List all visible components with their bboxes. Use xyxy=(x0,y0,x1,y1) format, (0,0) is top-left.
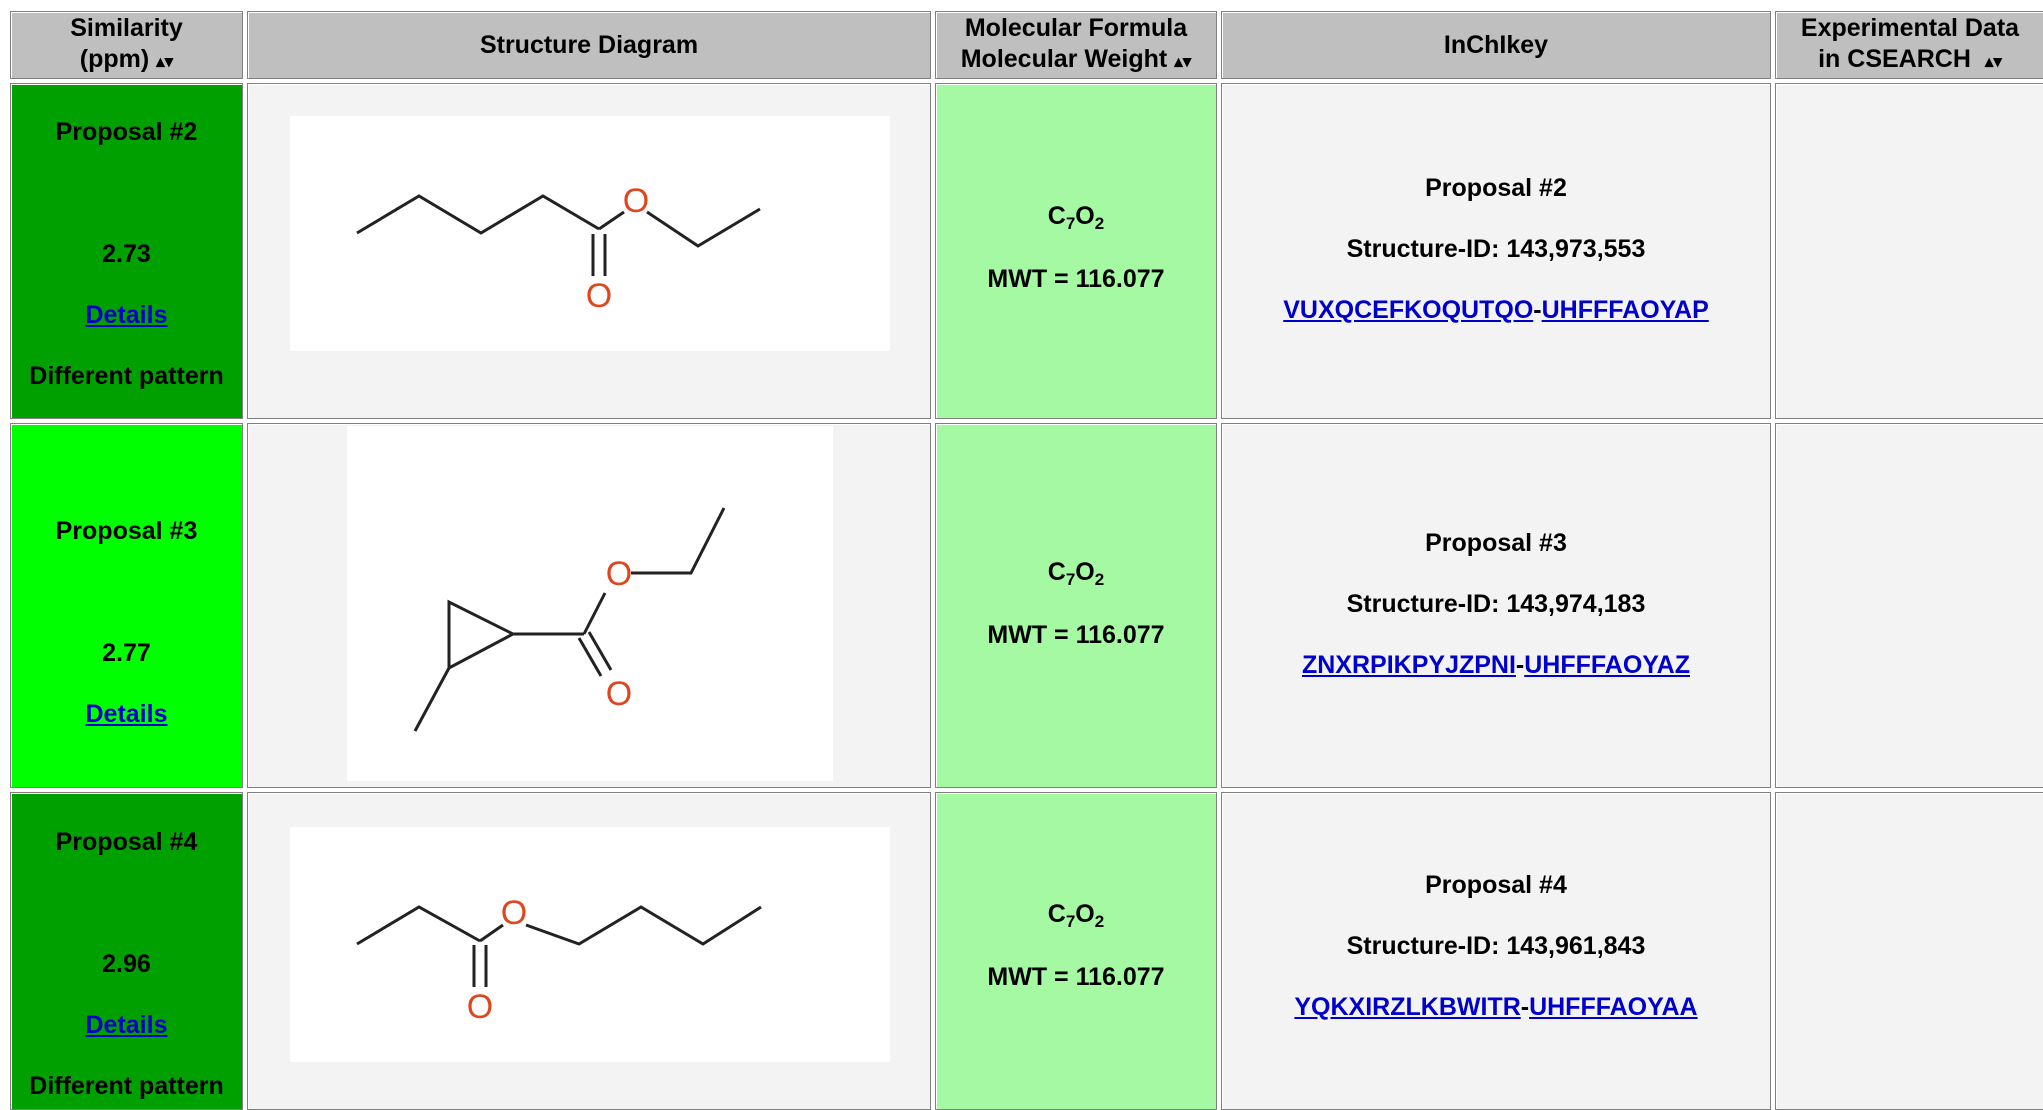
inchikey-separator: - xyxy=(1533,296,1542,324)
experimental-cell xyxy=(1775,792,2043,1110)
oxygen-atom-label: O xyxy=(501,894,527,932)
details-link[interactable]: Details xyxy=(85,700,168,728)
structure-id: Structure-ID: 143,973,553 xyxy=(1346,235,1646,263)
header-structure-diagram: Structure Diagram xyxy=(247,11,931,79)
oxygen-atom-label: O xyxy=(606,555,632,593)
molecule-svg: O O xyxy=(356,182,761,315)
similarity-cell: Proposal #4 2.96 Details Different patte… xyxy=(10,792,243,1110)
header-formula-line2: Molecular Weight ▴▾ xyxy=(960,45,1192,73)
details-cell: Details xyxy=(11,1010,242,1040)
bond-double-2 xyxy=(587,631,613,671)
molecular-weight: MWT = 116.077 xyxy=(987,265,1165,293)
formula-cell: C7O2 MWT = 116.077 xyxy=(935,423,1217,788)
inchikey-proposal-title: Proposal #4 xyxy=(1425,871,1567,899)
inchikey-link-part1[interactable]: VUXQCEFKOQUTQO xyxy=(1283,296,1534,324)
header-similarity-line1: Similarity xyxy=(70,14,183,42)
inchikey-separator: - xyxy=(1515,651,1525,679)
experimental-cell xyxy=(1775,423,2043,788)
oxygen-atom-label: O xyxy=(623,182,649,220)
header-experimental-line1: Experimental Data xyxy=(1800,14,2020,42)
experimental-cell xyxy=(1775,83,2043,419)
inchikey-cell: Proposal #2 Structure-ID: 143,973,553 VU… xyxy=(1221,83,1771,419)
structure-cell: O O xyxy=(247,423,931,788)
bond-cyclopropane xyxy=(447,599,517,671)
structure-diagram: O O xyxy=(347,426,833,781)
bond-ethyl xyxy=(631,507,726,575)
inchikey-link-part2[interactable]: UHFFFAOYAP xyxy=(1541,296,1709,324)
header-similarity[interactable]: Similarity (ppm) ▴▾ xyxy=(10,11,243,79)
molecular-formula: C7O2 xyxy=(1047,900,1105,931)
details-link[interactable]: Details xyxy=(85,1011,168,1039)
molecule-svg: O O xyxy=(413,507,726,732)
header-inchikey: InChIkey xyxy=(1221,11,1771,79)
structure-id: Structure-ID: 143,961,843 xyxy=(1346,932,1646,960)
sort-arrows-icon[interactable]: ▴▾ xyxy=(1174,52,1192,71)
formula-cell: C7O2 MWT = 116.077 xyxy=(935,83,1217,419)
inchikey-proposal-title: Proposal #3 xyxy=(1425,529,1567,557)
bond-ethyl xyxy=(646,207,761,248)
molecular-weight: MWT = 116.077 xyxy=(987,963,1165,991)
inchikey-cell: Proposal #3 Structure-ID: 143,974,183 ZN… xyxy=(1221,423,1771,788)
bond-lines xyxy=(413,507,726,732)
inchikey-value: YQKXIRZLKBWITR-UHFFFAOYAA xyxy=(1222,992,1770,1022)
inchikey-separator: - xyxy=(1520,993,1530,1021)
bond-double-1 xyxy=(577,637,603,677)
molecular-formula: C7O2 xyxy=(1047,558,1105,589)
pattern-note: Different pattern xyxy=(29,1072,224,1100)
similarity-value: 2.77 xyxy=(102,639,151,667)
header-molecular-formula[interactable]: Molecular Formula Molecular Weight ▴▾ xyxy=(935,11,1217,79)
molecule-svg: O O xyxy=(356,894,762,1026)
header-experimental-data[interactable]: Experimental Data in CSEARCH ▴▾ xyxy=(1775,11,2043,79)
header-structure-label: Structure Diagram xyxy=(479,30,699,59)
header-formula-line1: Molecular Formula xyxy=(964,14,1188,42)
molecular-formula: C7O2 xyxy=(1047,202,1105,233)
header-similarity-line2: (ppm) ▴▾ xyxy=(79,45,174,73)
inchikey-value: VUXQCEFKOQUTQO-UHFFFAOYAP xyxy=(1222,295,1770,325)
details-cell: Details xyxy=(11,300,242,330)
details-link[interactable]: Details xyxy=(85,301,168,329)
inchikey-link-part2[interactable]: UHFFFAOYAZ xyxy=(1524,651,1690,679)
oxygen-atom-label: O xyxy=(467,988,493,1026)
bond-propanoyl xyxy=(356,905,481,946)
bond-lines xyxy=(356,194,761,276)
similarity-value: 2.73 xyxy=(102,240,151,268)
similarity-cell: Proposal #2 2.73 Details Different patte… xyxy=(10,83,243,419)
bond-butyl xyxy=(525,905,762,946)
header-inchikey-label: InChIkey xyxy=(1443,30,1549,59)
details-cell: Details xyxy=(11,699,242,729)
bond-c-o xyxy=(582,592,607,635)
bond-chain xyxy=(356,194,600,235)
bond-c-o xyxy=(598,210,625,231)
oxygen-atom-label: O xyxy=(586,277,612,315)
molecular-weight: MWT = 116.077 xyxy=(987,621,1165,649)
header-experimental-line2: in CSEARCH ▴▾ xyxy=(1818,45,2002,73)
inchikey-cell: Proposal #4 Structure-ID: 143,961,843 YQ… xyxy=(1221,792,1771,1110)
sort-arrows-icon[interactable]: ▴▾ xyxy=(1984,52,2002,71)
bond-methyl xyxy=(413,667,451,732)
proposal-label: Proposal #3 xyxy=(55,517,198,545)
bond-lines xyxy=(356,905,762,987)
proposal-label: Proposal #4 xyxy=(55,828,198,856)
inchikey-proposal-title: Proposal #2 xyxy=(1425,174,1567,202)
inchikey-link-part1[interactable]: ZNXRPIKPYJZPNI xyxy=(1301,651,1516,679)
formula-cell: C7O2 MWT = 116.077 xyxy=(935,792,1217,1110)
structure-cell: O O xyxy=(247,792,931,1110)
structure-diagram: O O xyxy=(290,116,890,351)
inchikey-link-part2[interactable]: UHFFFAOYAA xyxy=(1529,993,1698,1021)
structure-id: Structure-ID: 143,974,183 xyxy=(1346,590,1646,618)
similarity-cell: Proposal #3 2.77 Details xyxy=(10,423,243,788)
structure-diagram: O O xyxy=(290,827,890,1062)
inchikey-value: ZNXRPIKPYJZPNI-UHFFFAOYAZ xyxy=(1222,650,1770,680)
sort-arrows-icon[interactable]: ▴▾ xyxy=(156,52,174,71)
pattern-note: Different pattern xyxy=(29,362,224,390)
bond-c-o xyxy=(479,923,504,943)
inchikey-link-part1[interactable]: YQKXIRZLKBWITR xyxy=(1294,993,1521,1021)
proposal-label: Proposal #2 xyxy=(55,118,198,146)
similarity-value: 2.96 xyxy=(102,950,151,978)
structure-cell: O O xyxy=(247,83,931,419)
oxygen-atom-label: O xyxy=(606,675,632,713)
